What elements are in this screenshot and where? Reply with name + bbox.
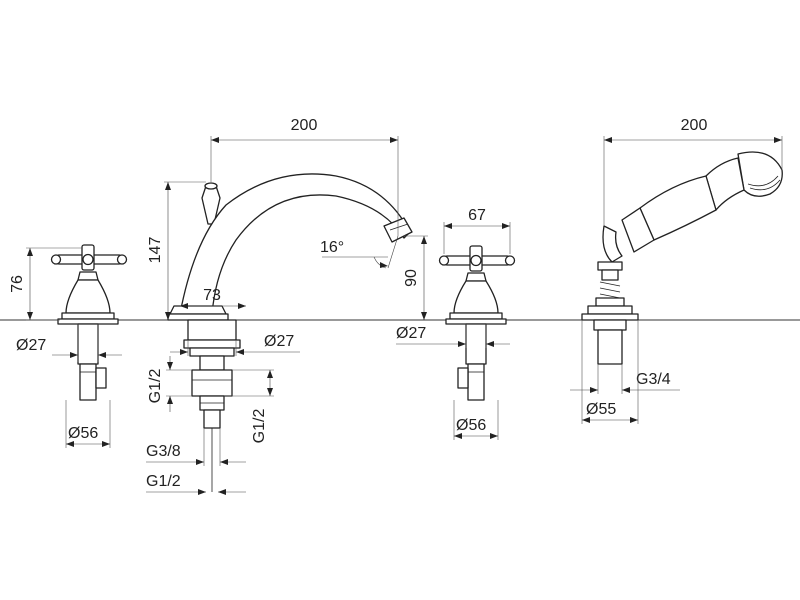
dim-spout-height-label: 147: [147, 237, 164, 264]
dim-spout-thread-upper: G1/2: [147, 356, 192, 412]
dim-left-body: Ø56: [65, 400, 111, 448]
dim-right-body-label: Ø56: [456, 417, 486, 434]
dim-spout-thread-right-label: G1/2: [251, 409, 268, 444]
central-spout: [167, 173, 413, 492]
dim-spout-angle-label: 16°: [320, 239, 344, 256]
right-cross-handle-valve: [438, 245, 516, 401]
dim-spout-thread-right: G1/2: [224, 369, 274, 444]
dim-spout-base-label: 73: [203, 287, 221, 304]
dim-spout-base: 73: [180, 287, 246, 309]
dim-spout-thread-bottom-label: G1/2: [146, 473, 181, 490]
dim-handle-width: 67: [443, 207, 511, 254]
dim-spout-drop-label: 90: [403, 269, 420, 287]
dim-left-shank-label: Ø27: [16, 337, 46, 354]
dim-spout-height: 147: [147, 181, 206, 320]
left-cross-handle-valve: [50, 244, 128, 401]
dim-spout-angle: 16°: [320, 235, 399, 269]
dim-shower-thread: G3/4: [570, 364, 680, 394]
dim-left-body-label: Ø56: [68, 425, 98, 442]
dim-shower-width: 200: [603, 117, 783, 226]
dim-spout-thread-upper-label: G1/2: [147, 369, 164, 404]
dim-spout-thread-bottom: G1/2: [146, 473, 246, 495]
dim-handle-height-label: 76: [9, 275, 26, 293]
dim-spout-shank-label: Ø27: [264, 333, 294, 350]
dim-shower-thread-label: G3/4: [636, 371, 671, 388]
dim-spout-shank: Ø27: [170, 333, 300, 356]
dim-shower-base: Ø55: [581, 320, 639, 424]
dim-shower-base-label: Ø55: [586, 401, 616, 418]
dim-left-shank: Ø27: [16, 324, 122, 362]
dim-spout-drop: 90: [403, 235, 428, 320]
dim-shower-width-label: 200: [681, 117, 708, 134]
dim-handle-height: 76: [9, 247, 82, 321]
dim-right-shank: Ø27: [396, 324, 510, 348]
dim-spout-width-label: 200: [291, 117, 318, 134]
dim-right-shank-label: Ø27: [396, 325, 426, 342]
dim-right-body: Ø56: [453, 400, 499, 440]
dim-spout-thread-g38: G3/8: [146, 428, 246, 466]
dim-spout-thread-g38-label: G3/8: [146, 443, 181, 460]
dim-spout-width: 200: [210, 117, 399, 236]
dim-handle-width-label: 67: [468, 207, 486, 224]
hand-shower: [581, 151, 783, 365]
